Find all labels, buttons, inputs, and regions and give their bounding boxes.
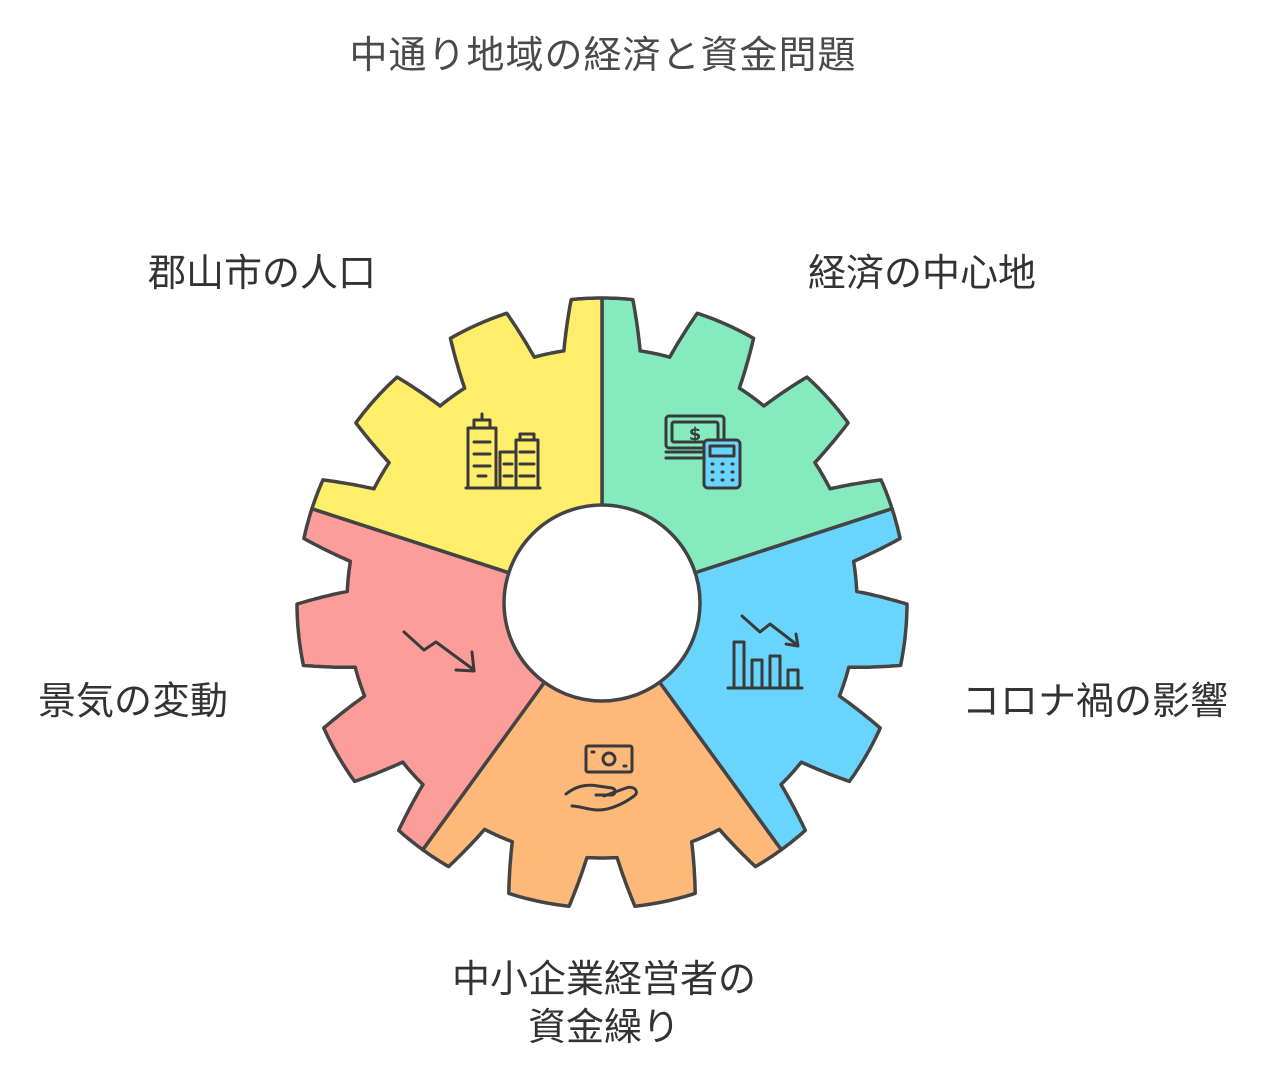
page-title: 中通り地域の経済と資金問題: [349, 33, 857, 77]
label-covid: コロナ禍の影響: [962, 679, 1229, 723]
label-economic-center: 経済の中心地: [808, 251, 1037, 295]
trend-down-arrow-icon: [402, 630, 476, 673]
label-funding-line1: 中小企業経営者の: [451, 957, 756, 1001]
city-buildings-icon: [464, 412, 542, 490]
gear-segment-population: [600, 296, 894, 575]
gear-segment-economy: [310, 296, 604, 575]
money-calculator-icon: $: [664, 414, 742, 490]
gear-hub: [502, 503, 702, 703]
label-population: 郡山市の人口: [148, 251, 377, 295]
label-economy: 景気の変動: [38, 679, 229, 723]
svg-text:$: $: [689, 424, 702, 445]
label-funding-line2: 資金繰り: [527, 1004, 680, 1049]
money-hand-icon: [564, 744, 638, 812]
declining-chart-icon: [726, 614, 804, 690]
label-funding: 中小企業経営者の 資金繰り: [436, 956, 772, 1051]
gear-segment-funding: [295, 506, 547, 852]
